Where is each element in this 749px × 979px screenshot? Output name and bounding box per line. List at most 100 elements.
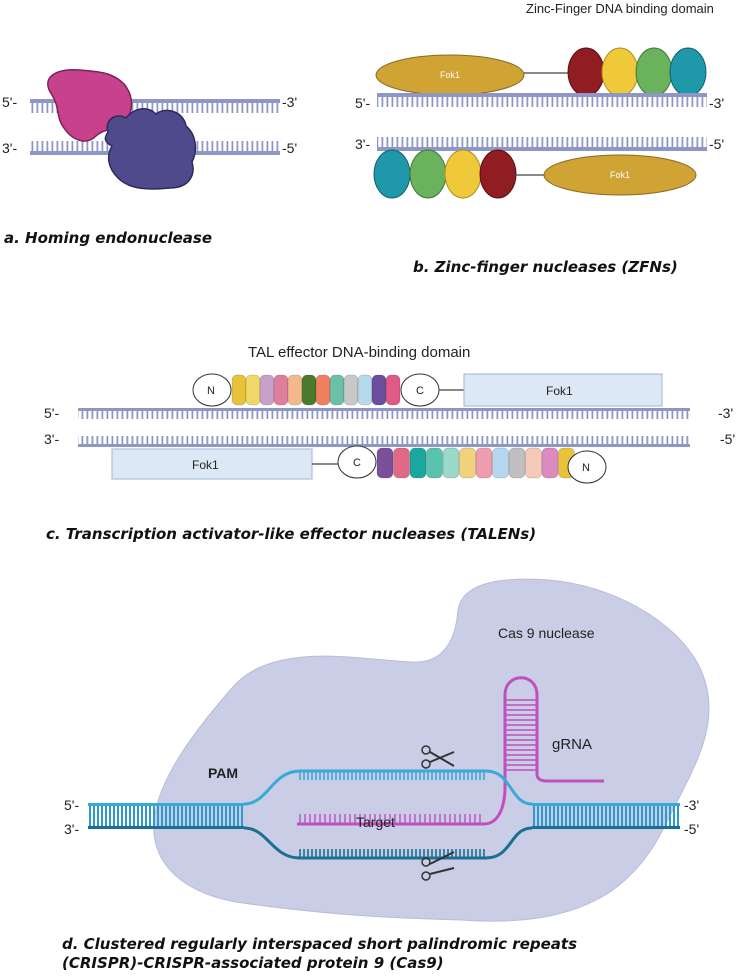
tal-n-label-bottom: N bbox=[582, 462, 590, 474]
fok1-domain-top-c bbox=[463, 373, 663, 407]
panel-b: Zinc-Finger DNA binding domain Fok1 Fok1… bbox=[355, 1, 724, 199]
panel-d-bottom-5prime: -5' bbox=[684, 821, 699, 837]
panel-c: TAL effector DNA-binding domain N C Fok1… bbox=[44, 344, 735, 484]
dna-strand-bottom-c bbox=[78, 444, 690, 447]
homing-endonuclease-bottom-subunit bbox=[104, 108, 197, 190]
pam-label: PAM bbox=[208, 765, 238, 781]
grna-stem-rungs bbox=[506, 699, 536, 771]
dna-left-top-backbone bbox=[88, 803, 244, 806]
panel-c-bottom-3prime: 3'- bbox=[44, 431, 59, 447]
tal-repeat-bottom bbox=[508, 447, 526, 479]
caption-panel-a: a. Homing endonuclease bbox=[4, 229, 212, 247]
tal-repeat-top bbox=[287, 374, 303, 406]
tal-repeat-top bbox=[357, 374, 373, 406]
fok1-label-top-c: Fok1 bbox=[546, 384, 573, 398]
panel-a-bottom-5prime: -5' bbox=[282, 140, 297, 156]
fok1-domain-bottom-c bbox=[111, 448, 313, 480]
tal-repeats-bottom bbox=[376, 447, 575, 479]
zinc-finger-teal-bottom bbox=[373, 149, 411, 199]
panel-d-top-3prime: -3' bbox=[684, 797, 699, 813]
dna-strand-bottom-b bbox=[377, 147, 707, 151]
panel-d: Cas 9 nuclease gRNA PAM Target 5'- -3' 3… bbox=[64, 578, 710, 922]
tal-repeat-bottom bbox=[376, 447, 394, 479]
zinc-finger-red-bottom bbox=[479, 149, 517, 199]
grna-spacer-rungs bbox=[299, 814, 481, 823]
caption-panel-b: b. Zinc-finger nucleases (ZFNs) bbox=[413, 258, 678, 276]
tal-repeat-bottom bbox=[459, 447, 476, 479]
tal-n-terminus-top bbox=[192, 373, 232, 407]
tal-repeat-bottom bbox=[426, 447, 443, 479]
panel-b-bottom-3prime: 3'- bbox=[355, 136, 370, 152]
tal-domain-label: TAL effector DNA-binding domain bbox=[248, 344, 470, 361]
dna-rungs-bottom-b bbox=[377, 137, 707, 147]
panel-d-top-5prime: 5'- bbox=[64, 797, 79, 813]
zinc-finger-domain-label: Zinc-Finger DNA binding domain bbox=[526, 1, 714, 16]
panel-a-bottom-3prime: 3'- bbox=[2, 140, 17, 156]
caption-panel-c: c. Transcription activator-like effector… bbox=[46, 525, 537, 543]
tal-n-terminus-bottom bbox=[567, 450, 607, 484]
zinc-finger-green-top bbox=[635, 47, 673, 97]
zinc-finger-teal-top bbox=[669, 47, 707, 97]
panel-a-top-3prime: -3' bbox=[282, 94, 297, 110]
scissors-icon-top bbox=[421, 745, 455, 769]
tal-repeat-bottom bbox=[393, 447, 410, 479]
tal-repeats-top bbox=[231, 374, 401, 406]
grna-label: gRNA bbox=[552, 736, 592, 753]
tal-repeat-bottom bbox=[492, 447, 509, 479]
dna-strand-top-b bbox=[377, 93, 707, 97]
dna-right-rungs bbox=[532, 806, 680, 826]
tal-repeat-top bbox=[343, 374, 359, 406]
caption-panel-d-line2: (CRISPR)-CRISPR-associated protein 9 (Ca… bbox=[62, 954, 444, 972]
tal-repeat-top bbox=[315, 374, 331, 406]
panel-c-top-3prime: -3' bbox=[718, 405, 733, 421]
dna-right-top-backbone bbox=[532, 803, 680, 806]
dna-bubble-rungs bbox=[299, 772, 485, 857]
cas9-protein-blob bbox=[153, 578, 710, 922]
grna-hairpin-left bbox=[503, 676, 604, 790]
dna-left-rungs bbox=[88, 806, 244, 826]
zinc-finger-yellow-bottom bbox=[444, 149, 482, 199]
scissors-icon-bottom bbox=[421, 851, 455, 881]
dna-strand-top-c bbox=[78, 408, 690, 411]
caption-panel-d-line1: d. Clustered regularly interspaced short… bbox=[62, 935, 578, 953]
tal-c-terminus-bottom bbox=[337, 445, 377, 479]
dna-bubble-top-strand bbox=[243, 769, 533, 806]
panel-b-top-5prime: 5'- bbox=[355, 95, 370, 111]
tal-repeat-top bbox=[301, 374, 317, 406]
zinc-finger-green-bottom bbox=[409, 149, 447, 199]
panel-a: 5'- -3' 3'- -5' bbox=[2, 69, 297, 190]
tal-repeat-top bbox=[259, 374, 275, 406]
tal-repeat-bottom bbox=[409, 447, 427, 479]
fok1-label-top-b: Fok1 bbox=[440, 70, 460, 80]
tal-repeat-top bbox=[231, 374, 247, 406]
panel-c-bottom-5prime: -5' bbox=[720, 431, 735, 447]
dna-rungs-top-c bbox=[78, 411, 690, 419]
panel-d-bottom-3prime: 3'- bbox=[64, 821, 79, 837]
dna-bubble-bottom-strand bbox=[243, 826, 533, 860]
tal-repeat-bottom bbox=[525, 447, 542, 479]
tal-repeat-bottom bbox=[475, 447, 493, 479]
fok1-domain-bottom-b bbox=[543, 154, 697, 196]
dna-right-bottom-backbone bbox=[532, 826, 680, 829]
tal-repeat-bottom bbox=[442, 447, 460, 479]
tal-repeat-bottom bbox=[541, 447, 559, 479]
dna-strand-top-a bbox=[30, 99, 280, 103]
dna-rungs-top-b bbox=[377, 97, 707, 107]
zinc-finger-red-top bbox=[567, 47, 605, 97]
panel-a-top-5prime: 5'- bbox=[2, 94, 17, 110]
zinc-finger-yellow-top bbox=[601, 47, 639, 97]
dna-rungs-bottom-c bbox=[78, 436, 690, 444]
panel-b-bottom-5prime: -5' bbox=[709, 136, 724, 152]
tal-repeat-top bbox=[385, 374, 401, 406]
dna-left-bottom-backbone bbox=[88, 826, 244, 829]
panel-c-top-5prime: 5'- bbox=[44, 405, 59, 421]
fok1-label-bottom-b: Fok1 bbox=[610, 170, 630, 180]
grna-spacer bbox=[297, 789, 507, 826]
panel-b-top-3prime: -3' bbox=[709, 95, 724, 111]
tal-c-label-bottom: C bbox=[353, 457, 361, 469]
tal-repeat-top bbox=[245, 374, 261, 406]
fok1-label-bottom-c: Fok1 bbox=[192, 458, 219, 472]
dna-rungs-top-a bbox=[30, 103, 280, 113]
